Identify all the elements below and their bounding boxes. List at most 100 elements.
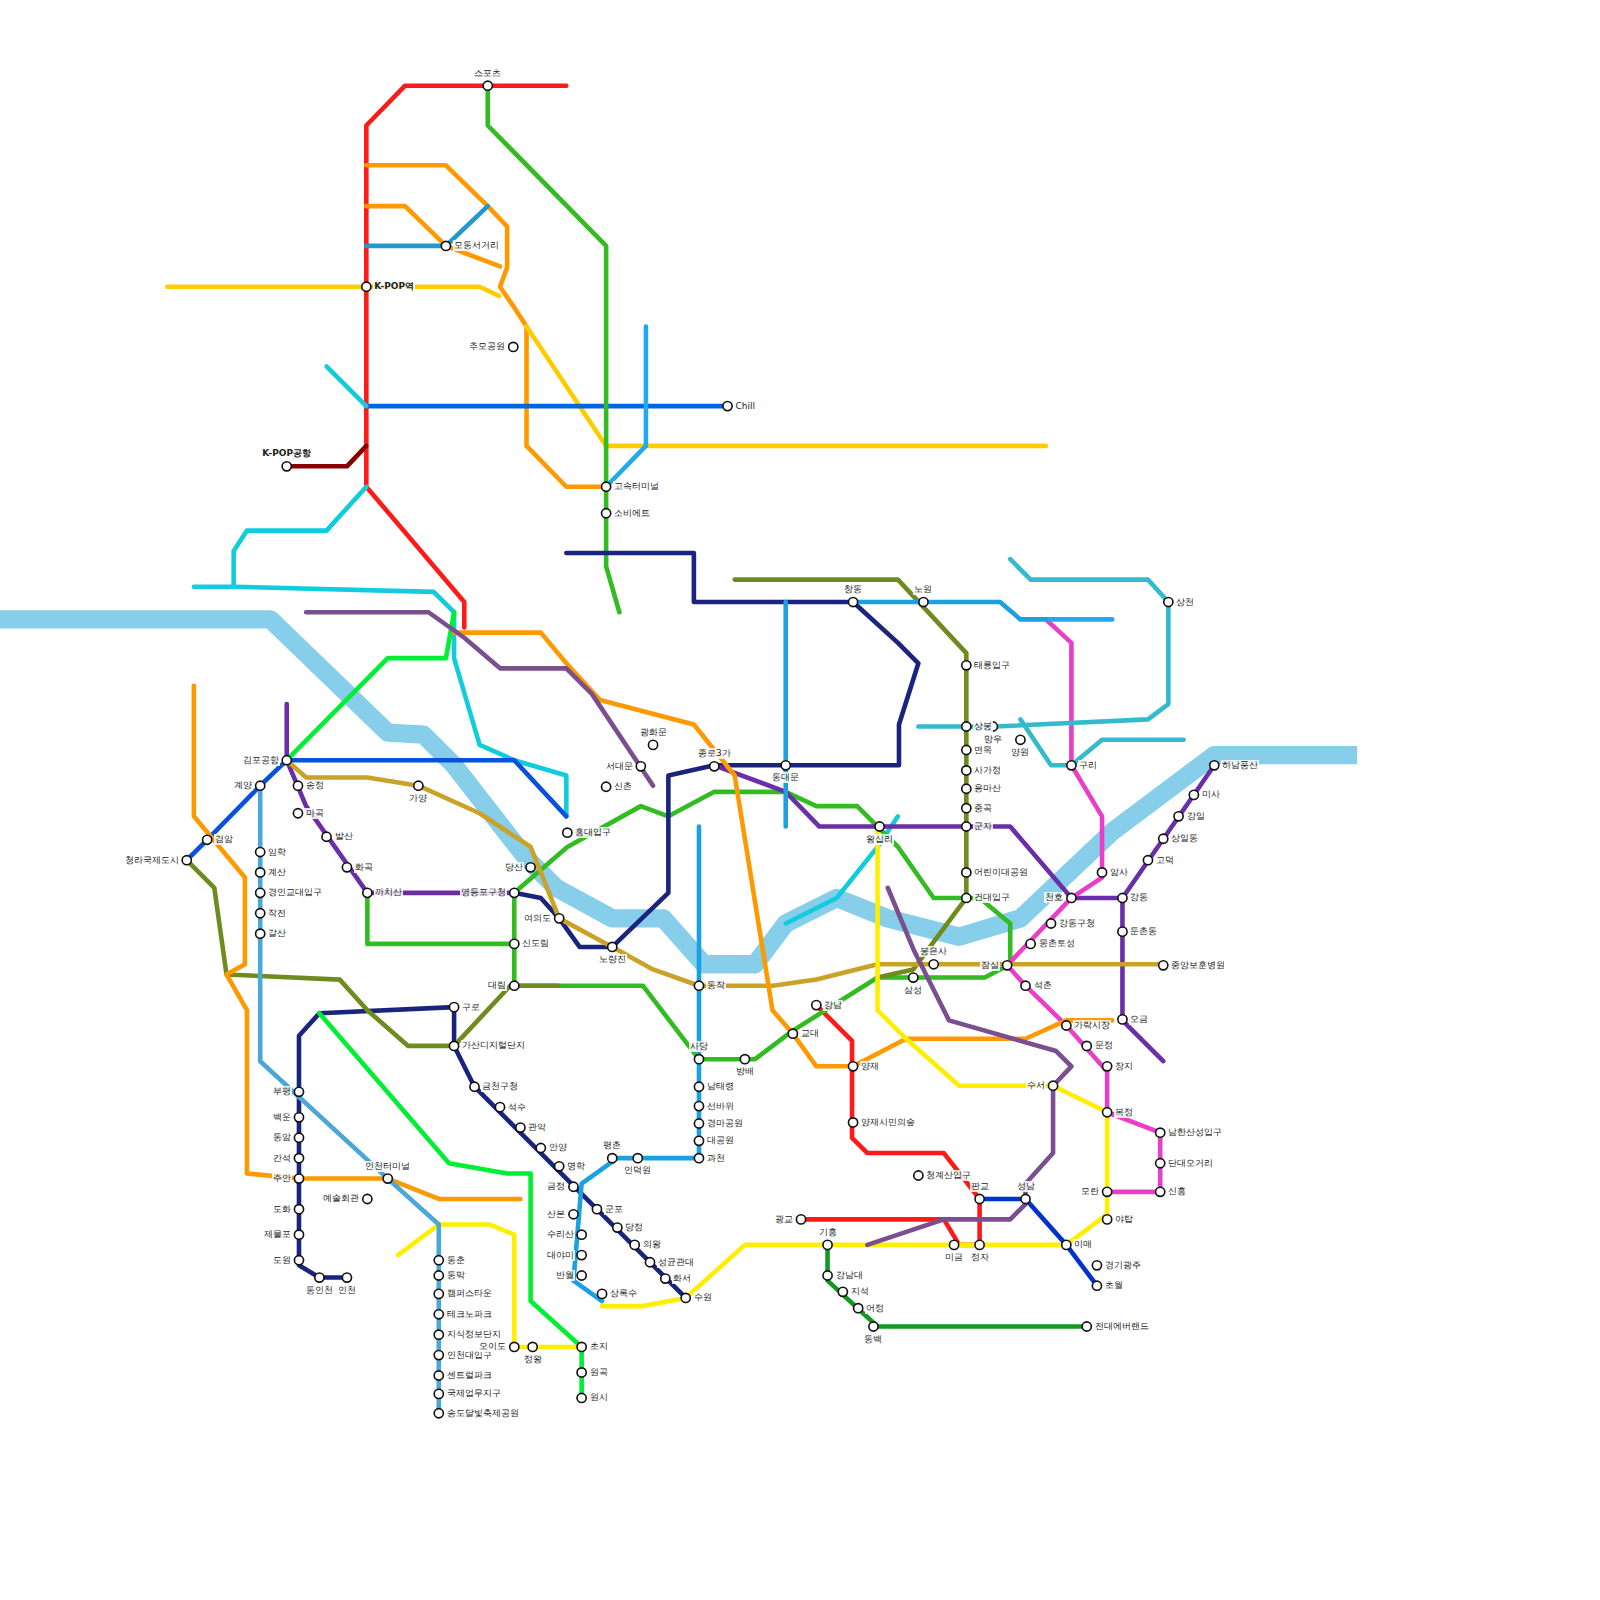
station-dot [645, 1258, 654, 1267]
station-dot [362, 282, 371, 291]
station-name: 까치산 [374, 887, 403, 898]
station-name: 천호 [1044, 892, 1064, 903]
station-name: 부평 [272, 1086, 292, 1097]
station-dot [322, 832, 331, 841]
station-dot [636, 762, 645, 771]
subway-line [602, 827, 1107, 1307]
station-name: 강남대 [835, 1270, 864, 1281]
station-dot [555, 1162, 564, 1171]
subway-line [194, 686, 521, 1199]
station-dot [203, 835, 212, 844]
station-dot [710, 762, 719, 771]
station-name: 남한산성입구 [1167, 1127, 1223, 1138]
station-dot [962, 868, 971, 877]
station-name: 평촌 [602, 1140, 622, 1151]
station-dot [694, 1055, 703, 1064]
station-dot [449, 1003, 458, 1012]
station-name: 암사 [1109, 867, 1129, 878]
station-name: 미사 [1201, 789, 1221, 800]
station-name: 동막 [446, 1270, 466, 1281]
station-name: 고속터미널 [613, 481, 660, 492]
station-name: 삼성 [903, 985, 923, 996]
station-dot [848, 597, 857, 606]
station-name: 상봉 [973, 721, 993, 732]
station-dot [414, 781, 423, 790]
station-dot [1026, 939, 1035, 948]
station-dot [1103, 1215, 1112, 1224]
station-dot [1021, 981, 1030, 990]
station-name: 방배 [735, 1066, 755, 1077]
station-dot [875, 822, 884, 831]
station-name: 하남풍산 [1221, 760, 1259, 771]
station-dot [1189, 790, 1198, 799]
station-name: 중앙보훈병원 [1170, 960, 1226, 971]
station-dot [434, 1330, 443, 1339]
station-dot [577, 1251, 586, 1260]
station-dot [919, 597, 928, 606]
station-name: 지석 [850, 1286, 870, 1297]
station-dot [555, 914, 564, 923]
subway-line [514, 553, 918, 947]
station-dot [962, 784, 971, 793]
station-dot [592, 1205, 601, 1214]
subway-line [980, 1199, 1097, 1286]
station-name: 기흥 [818, 1227, 838, 1238]
station-dot [630, 1240, 639, 1249]
station-name: 오이도 [478, 1341, 507, 1352]
station-dot [434, 1289, 443, 1298]
station-dot [434, 1310, 443, 1319]
station-dot [577, 1271, 586, 1280]
station-name: Chill [735, 401, 757, 412]
station-name: 노원 [913, 584, 933, 595]
station-name: 관악 [527, 1122, 547, 1133]
station-dot [315, 1273, 324, 1282]
station-dot [342, 1273, 351, 1282]
station-name: 동인천 [305, 1285, 334, 1296]
station-name: 반월 [555, 1270, 575, 1281]
station-name: 상일동 [1170, 833, 1199, 844]
subway-line [366, 206, 500, 266]
station-name: 과천 [706, 1153, 726, 1164]
station-name: 사가정 [973, 765, 1002, 776]
station-name: 금천구청 [481, 1081, 519, 1092]
station-name: 초월 [1104, 1280, 1124, 1291]
station-dot [909, 973, 918, 982]
subway-line [187, 760, 567, 860]
station-dot [1021, 1194, 1030, 1203]
station-dot [182, 856, 191, 865]
station-name: 망우 [983, 734, 1003, 745]
station-dot [526, 863, 535, 872]
station-name: 원시 [589, 1392, 609, 1403]
subway-line [735, 580, 967, 978]
station-dot [516, 1123, 525, 1132]
station-dot [781, 761, 790, 770]
station-name: 송정 [305, 780, 325, 791]
station-dot [256, 868, 265, 877]
station-name: 화곡 [354, 862, 374, 873]
station-dot [1103, 1108, 1112, 1117]
station-dot [661, 1274, 670, 1283]
station-dot [510, 888, 519, 897]
station-name: 어정 [865, 1303, 885, 1314]
station-dot [1143, 856, 1152, 865]
station-name: 구로 [461, 1002, 481, 1013]
station-name: 강동 [1129, 892, 1149, 903]
subway-line [454, 633, 1112, 1067]
station-name: 중곡 [973, 803, 993, 814]
station-name: 도화 [272, 1204, 292, 1215]
station-name: 계양 [233, 780, 253, 791]
station-dot [694, 1102, 703, 1111]
station-dot [1118, 927, 1127, 936]
subway-line [287, 704, 515, 893]
station-name: 원곡 [589, 1367, 609, 1378]
station-dot [1118, 1015, 1127, 1024]
subway-line [327, 366, 367, 406]
station-dot [256, 888, 265, 897]
station-dot [608, 942, 617, 951]
station-name: 종로3가 [697, 748, 732, 759]
station-dot [949, 1240, 958, 1249]
station-dot [1067, 761, 1076, 770]
subway-line [187, 860, 558, 1046]
station-dot [294, 1087, 303, 1096]
